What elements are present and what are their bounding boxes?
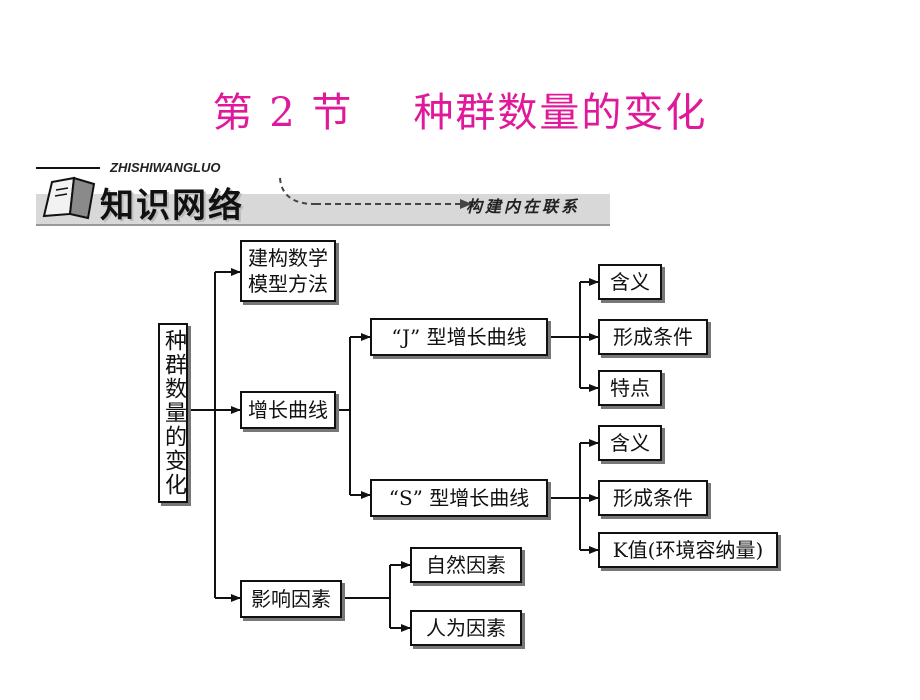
root-node: 种群数量的变化	[158, 323, 188, 503]
j-conditions-node: 形成条件	[598, 319, 708, 355]
banner-subtitle: 构建内在联系	[466, 197, 581, 216]
factors-node: 影响因素	[240, 580, 342, 618]
banner-graphic	[36, 167, 610, 226]
banner-heading: 知识网络	[100, 186, 244, 226]
growth-curve-node: 增长曲线	[240, 391, 336, 429]
banner-pinyin: ZHISHIWANGLUO	[110, 160, 221, 175]
natural-factors-node: 自然因素	[410, 547, 522, 583]
human-factors-node: 人为因素	[410, 610, 522, 646]
s-meaning-node: 含义	[598, 425, 662, 461]
j-meaning-node: 含义	[598, 264, 662, 300]
s-k-value-node: K值(环境容纳量)	[598, 532, 778, 568]
model-method-node: 建构数学模型方法	[240, 240, 336, 302]
j-curve-node: “J” 型增长曲线	[370, 318, 548, 356]
j-features-node: 特点	[598, 370, 662, 406]
page-title: 第 2 节 种群数量的变化	[0, 80, 920, 138]
s-conditions-node: 形成条件	[598, 480, 708, 516]
section-name: 种群数量的变化	[413, 90, 708, 136]
section-number: 第 2 节	[212, 90, 354, 136]
book-icon	[42, 176, 96, 220]
s-curve-node: “S” 型增长曲线	[370, 479, 548, 517]
